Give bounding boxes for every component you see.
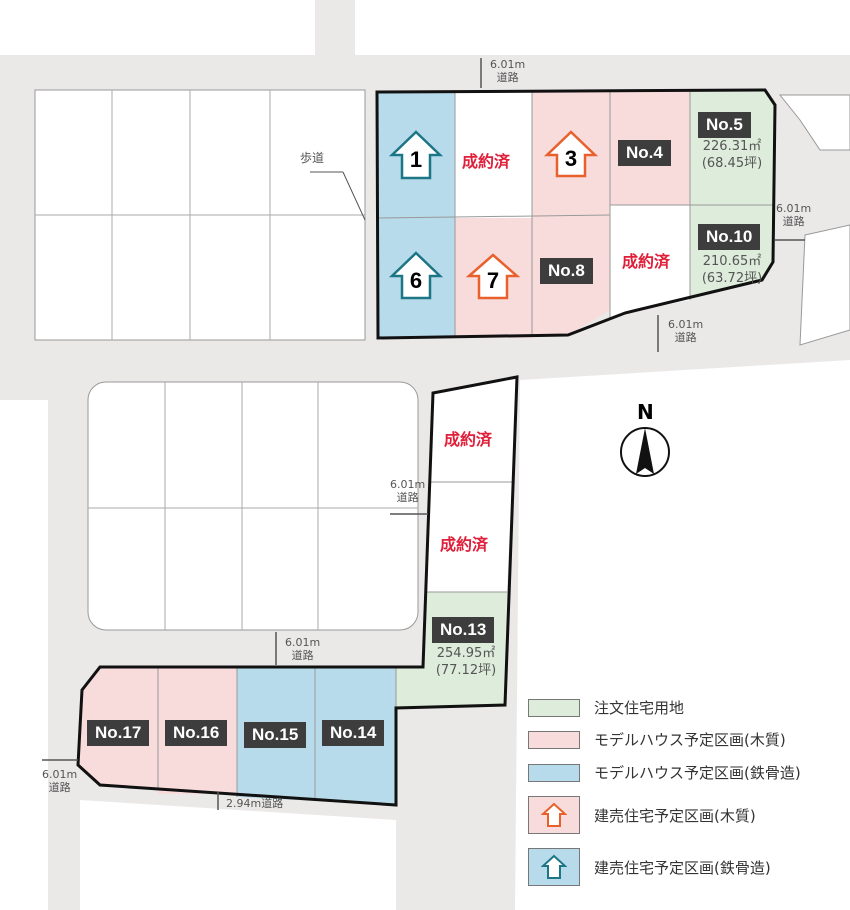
sold-label: 成約済 (462, 152, 511, 171)
main-plot-boundary (375, 88, 777, 340)
lot-no14-label[interactable]: No.14 (322, 720, 385, 746)
legend-item-custom: 注文住宅用地 (528, 697, 684, 718)
lot-no10-label[interactable]: No.10 (698, 224, 761, 250)
block-right (778, 94, 850, 151)
compass-north-label: N (637, 400, 654, 424)
block-top-right (355, 0, 850, 55)
block-bottom (80, 800, 396, 910)
legend-item-build-wood: 建売住宅予定区画(木質) (528, 796, 756, 834)
lot-no16-label[interactable]: No.16 (165, 720, 228, 746)
lot-1-number[interactable]: 1 (409, 147, 423, 172)
lot-no10-area: 210.65㎡(63.72坪) (701, 254, 763, 286)
house-steel-icon (388, 130, 444, 180)
block-lower-right (515, 360, 850, 910)
legend-item-build-steel: 建売住宅予定区画(鉄骨造) (528, 848, 771, 886)
house-steel-icon (541, 854, 567, 879)
lot-6-number[interactable]: 6 (409, 268, 423, 293)
block-lot-lines (35, 90, 365, 340)
lot-no15-label[interactable]: No.15 (244, 722, 307, 748)
block-right2 (799, 224, 850, 346)
legend-item-model-wood: モデルハウス予定区画(木質) (528, 729, 786, 750)
house-steel-icon (388, 251, 444, 300)
lower-plot-boundary (76, 375, 519, 807)
lot-no5-area: 226.31㎡(68.45坪) (701, 139, 763, 171)
lot-no8-label[interactable]: No.8 (540, 258, 593, 284)
block-top (0, 0, 315, 55)
sold-label: 成約済 (622, 252, 671, 271)
block-left (0, 400, 48, 910)
lot-no5-label[interactable]: No.5 (698, 112, 751, 138)
lot-3-number[interactable]: 3 (564, 146, 578, 171)
house-wood-icon (541, 802, 567, 827)
legend-item-model-steel: モデルハウス予定区画(鉄骨造) (528, 762, 801, 783)
house-wood-icon (543, 130, 599, 178)
lot-7-number[interactable]: 7 (486, 268, 500, 293)
lot-no13-area: 254.95㎡(77.12坪) (435, 646, 497, 678)
road-label-narrow: 2.94m道路 (226, 797, 284, 810)
lot-no4-label[interactable]: No.4 (618, 140, 671, 166)
block-lower-left (87, 381, 419, 631)
sold-label: 成約済 (440, 535, 489, 554)
dimension-arrows (42, 58, 805, 810)
lot-no17-label[interactable]: No.17 (87, 720, 150, 746)
sidewalk-label: 歩道 (300, 151, 325, 165)
house-wood-icon (465, 253, 521, 300)
lot-no13-label[interactable]: No.13 (432, 617, 495, 643)
compass-icon (620, 427, 670, 477)
sold-label: 成約済 (444, 430, 493, 449)
